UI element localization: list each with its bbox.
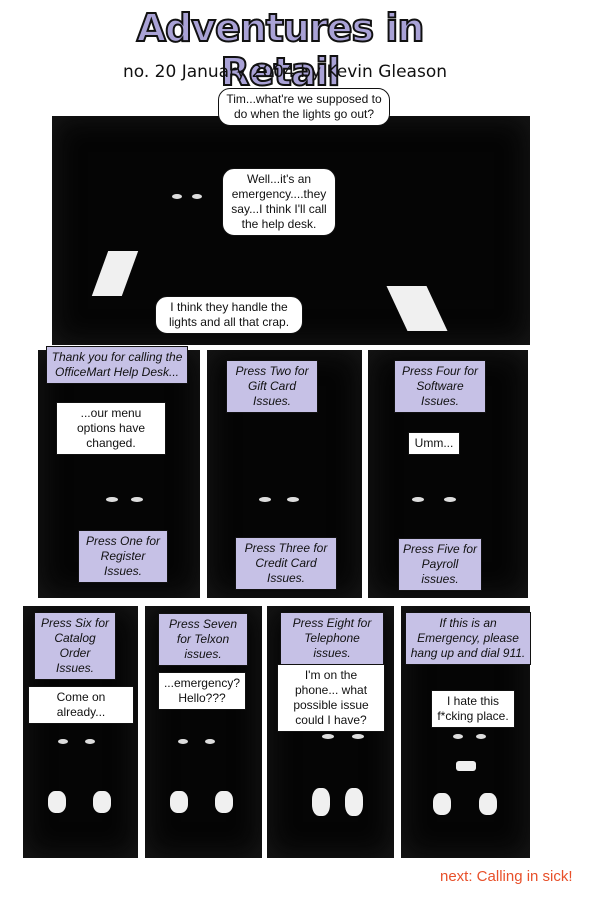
- eye: [178, 739, 188, 744]
- comic-subtitle: no. 20 January 2004 by Kevin Gleason: [122, 62, 448, 82]
- eye: [322, 734, 334, 739]
- mouth: [456, 761, 476, 771]
- collar: [386, 286, 448, 331]
- caption-box: Press Two for Gift Card Issues.: [226, 360, 318, 413]
- caption-box: Press Eight for Telephone issues.: [280, 612, 384, 665]
- speech-bubble: Well...it's an emergency....they say...I…: [222, 168, 336, 236]
- eye: [131, 497, 143, 502]
- eye: [412, 497, 424, 502]
- eye: [352, 734, 364, 739]
- speech-bubble: Umm...: [408, 432, 460, 455]
- next-episode-teaser: next: Calling in sick!: [440, 868, 573, 885]
- eye: [192, 194, 202, 199]
- eye: [287, 497, 299, 502]
- speech-bubble: ...emergency? Hello???: [158, 672, 246, 710]
- speech-bubble: I'm on the phone... what possible issue …: [277, 664, 385, 732]
- collar: [479, 793, 497, 815]
- caption-box: Press Four for Software Issues.: [394, 360, 486, 413]
- speech-bubble: I think they handle the lights and all t…: [155, 296, 303, 334]
- caption-box: If this is an Emergency, please hang up …: [405, 612, 531, 665]
- eye: [476, 734, 486, 739]
- speech-bubble: I hate this f*cking place.: [431, 690, 515, 728]
- eye: [172, 194, 182, 199]
- eye: [444, 497, 456, 502]
- collar: [215, 791, 233, 813]
- eye: [259, 497, 271, 502]
- speech-bubble: ...our menu options have changed.: [56, 402, 166, 455]
- collar: [170, 791, 188, 813]
- caption-box: Press One for Register Issues.: [78, 530, 168, 583]
- caption-box: Press Seven for Telxon issues.: [158, 613, 248, 666]
- eye: [205, 739, 215, 744]
- eye: [106, 497, 118, 502]
- collar: [312, 788, 330, 816]
- eye: [453, 734, 463, 739]
- collar: [91, 251, 139, 296]
- caption-box: Press Five for Payroll issues.: [398, 538, 482, 591]
- caption-box: Press Three for Credit Card Issues.: [235, 537, 337, 590]
- caption-box: Thank you for calling the OfficeMart Hel…: [46, 346, 188, 384]
- eye: [85, 739, 95, 744]
- comic-title: Adventures in Retail: [136, 5, 426, 95]
- eye: [58, 739, 68, 744]
- caption-box: Press Six for Catalog Order Issues.: [34, 612, 116, 680]
- collar: [433, 793, 451, 815]
- collar: [93, 791, 111, 813]
- collar: [48, 791, 66, 813]
- collar: [345, 788, 363, 816]
- speech-bubble: Tim...what're we supposed to do when the…: [218, 88, 390, 126]
- speech-bubble: Come on already...: [28, 686, 134, 724]
